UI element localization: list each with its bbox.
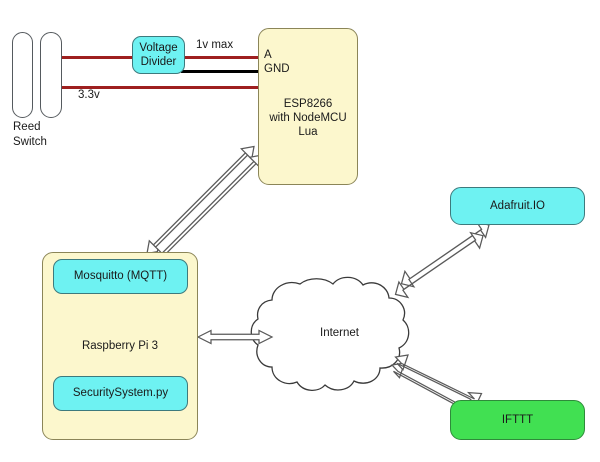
adafruit-io-node[interactable]: Adafruit.IO: [450, 187, 585, 225]
esp8266-node[interactable]: ESP8266 with NodeMCU Lua: [258, 28, 358, 185]
wire-divider-to-gnd: [181, 69, 261, 73]
wire-reed-to-divider: [61, 55, 136, 59]
reed-switch-capsule-right: [40, 32, 62, 118]
wire-divider-to-analog: [181, 55, 261, 59]
arrow-internet-to-adafruit: [394, 221, 490, 299]
esp8266-pin-gnd: GND: [264, 63, 290, 75]
ifttt-node[interactable]: IFTTT: [450, 400, 585, 440]
voltage-divider-node[interactable]: Voltage Divider: [132, 36, 185, 74]
internet-cloud-shape: [250, 276, 410, 391]
internet-label: Internet: [320, 327, 359, 339]
wire-label-3v3: 3.3v: [78, 89, 100, 101]
security-system-script-node[interactable]: SecuritySystem.py: [53, 376, 188, 411]
arrow-esp-to-pi: [146, 145, 264, 263]
mosquitto-node[interactable]: Mosquitto (MQTT): [53, 259, 188, 294]
arrow-pi-to-internet: [196, 329, 274, 345]
reed-switch-capsule-left: [12, 32, 33, 118]
esp8266-pin-analog: A: [264, 49, 272, 61]
wire-reed-to-esp-power: [61, 85, 261, 89]
wire-label-1v-max: 1v max: [196, 39, 234, 51]
reed-switch-label: Reed Switch: [13, 121, 47, 148]
